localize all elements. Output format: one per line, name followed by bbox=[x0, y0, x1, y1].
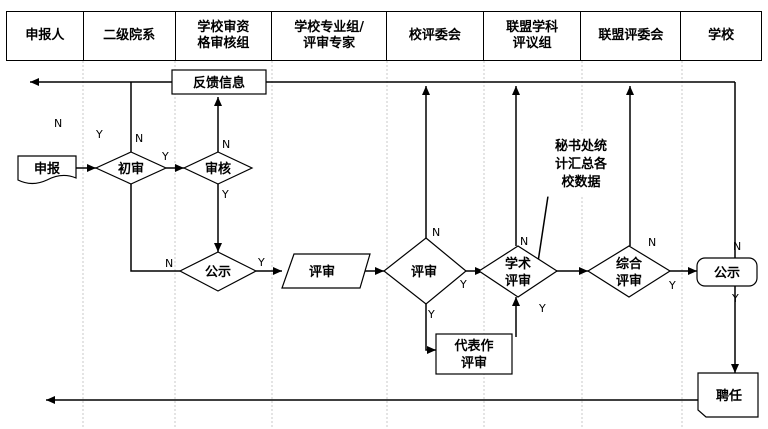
swimlane-header: 申报人 二级院系 学校审资 格审核组 学校专业组/ 评审专家 校评委会 联盟学科… bbox=[6, 11, 762, 61]
edge-label-n: N bbox=[165, 257, 173, 270]
lane-school-committee: 校评委会 bbox=[387, 12, 484, 60]
expert-review-parallelogram bbox=[281, 253, 371, 289]
rep-review-line1: 代表作 bbox=[453, 338, 493, 354]
apply-label: 申报 bbox=[34, 161, 61, 177]
comp-review-line1: 综合 bbox=[616, 256, 643, 272]
hire-label: 聘任 bbox=[716, 388, 742, 404]
publicity2-label: 公示 bbox=[714, 266, 740, 281]
comp-review-line2: 评审 bbox=[616, 273, 642, 289]
lane-alliance-committee: 联盟评委会 bbox=[581, 12, 682, 60]
note-line1: 秘书处统 bbox=[555, 138, 607, 154]
academic-review-diamond bbox=[477, 245, 559, 298]
edge-label-y: Y bbox=[459, 278, 467, 291]
edge-label-n: N bbox=[54, 117, 62, 130]
edge-label-n: N bbox=[520, 235, 528, 248]
connectors bbox=[30, 78, 739, 404]
edge-label-n: N bbox=[222, 138, 230, 151]
edge-label-y: Y bbox=[538, 302, 546, 315]
school-review-label: 评审 bbox=[411, 264, 437, 280]
feedback-label: 反馈信息 bbox=[193, 75, 245, 91]
lane-department: 二级院系 bbox=[84, 12, 176, 60]
note-area bbox=[542, 133, 618, 197]
note-line2: 计汇总各 bbox=[555, 156, 608, 172]
initial-review-label: 初审 bbox=[118, 161, 144, 177]
edge-label-n: N bbox=[432, 226, 440, 239]
rep-review-box bbox=[435, 333, 513, 375]
edge-label-y: Y bbox=[668, 279, 676, 292]
publicity2-box bbox=[696, 257, 758, 287]
edge-label-n: N bbox=[648, 236, 656, 249]
lane-alliance-discipline: 联盟学科 评议组 bbox=[484, 12, 582, 60]
publicity-label: 公示 bbox=[205, 265, 231, 280]
edge-label-y: Y bbox=[427, 308, 435, 321]
rep-review-line2: 评审 bbox=[461, 355, 487, 371]
feedback-box bbox=[171, 69, 267, 95]
edge-label-y: Y bbox=[731, 292, 739, 305]
hire-box bbox=[697, 372, 759, 418]
audit-diamond bbox=[182, 151, 254, 185]
initial-review-diamond bbox=[94, 151, 168, 185]
lane-expert-group: 学校专业组/ 评审专家 bbox=[272, 12, 387, 60]
edge-label-n: N bbox=[733, 240, 741, 253]
school-review-diamond bbox=[383, 237, 467, 305]
academic-review-line2: 评审 bbox=[505, 273, 531, 289]
edge-label-y: Y bbox=[257, 256, 265, 269]
edge-label-y: Y bbox=[161, 150, 169, 163]
lane-school: 学校 bbox=[708, 28, 735, 43]
edge-label-y: Y bbox=[221, 188, 229, 201]
academic-review-line1: 学术 bbox=[505, 256, 531, 272]
lane-applicant: 申报人 bbox=[7, 12, 84, 60]
lane-qualification-group: 学校审资 格审核组 bbox=[176, 12, 273, 60]
audit-label: 审核 bbox=[205, 161, 231, 177]
apply-document-shape bbox=[17, 155, 77, 185]
comprehensive-review-diamond bbox=[586, 245, 672, 298]
publicity-diamond bbox=[178, 251, 258, 292]
edge-label-n: N bbox=[135, 132, 143, 145]
expert-review-label: 评审 bbox=[309, 264, 335, 280]
lane-dividers bbox=[82, 61, 683, 429]
note-line3: 校数据 bbox=[561, 174, 600, 190]
edge-label-y: Y bbox=[95, 128, 103, 141]
